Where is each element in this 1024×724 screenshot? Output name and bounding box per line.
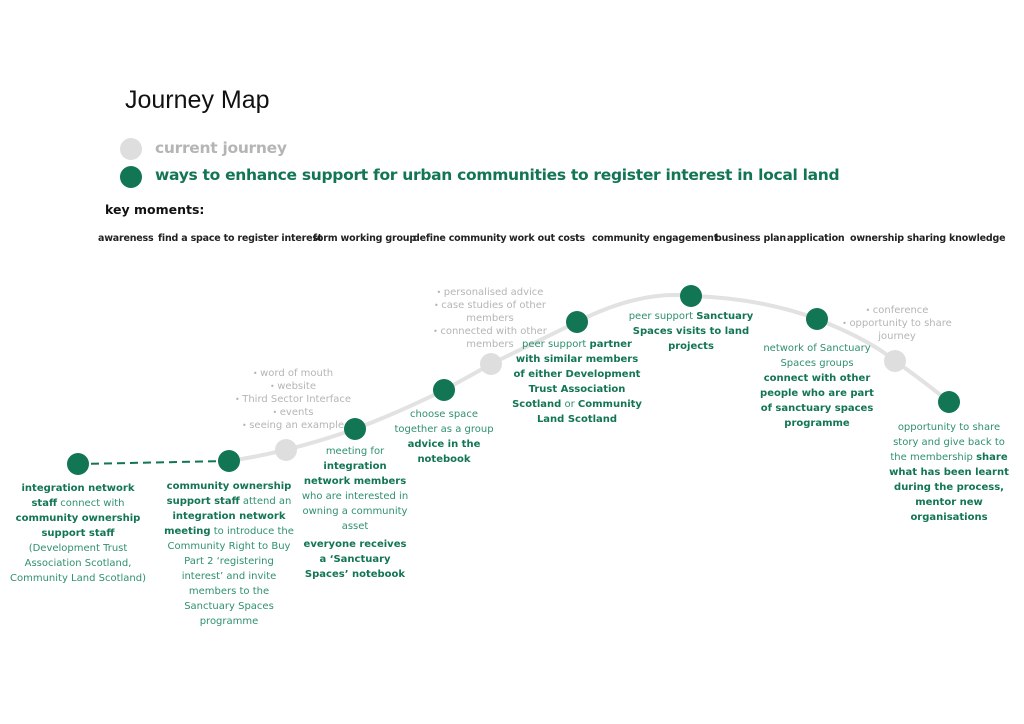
step-description: network of Sanctuary Spaces groups conne… xyxy=(760,341,875,434)
current-journey-item: connected with other members xyxy=(430,325,550,351)
step-text: meeting for xyxy=(325,446,385,457)
step-paragraph: network of Sanctuary Spaces groups conne… xyxy=(760,341,875,431)
step-paragraph: meeting for integration network members … xyxy=(300,444,410,534)
key-moment: ownership xyxy=(850,233,904,244)
enhance-node xyxy=(218,450,240,472)
enhance-node xyxy=(566,311,588,333)
highlight-text: community ownership support staff xyxy=(166,481,292,507)
legend-enhance-dot xyxy=(120,166,142,188)
step-text: peer support xyxy=(522,339,590,350)
key-moment: sharing knowledge xyxy=(907,233,1006,244)
enhance-node xyxy=(680,285,702,307)
key-moment: business plan xyxy=(715,233,786,244)
step-description: community ownership support staff attend… xyxy=(164,479,294,632)
highlight-text: share what has been learnt during the pr… xyxy=(889,452,1009,523)
current-journey-item: conference xyxy=(842,304,952,317)
enhance-node xyxy=(67,453,89,475)
enhance-node xyxy=(806,308,828,330)
key-moment: awareness xyxy=(98,233,154,244)
enhance-node xyxy=(938,391,960,413)
step-text: (Development Trust Association Scotland,… xyxy=(10,543,146,584)
step-paragraph: peer support partner with similar member… xyxy=(512,337,642,427)
step-paragraph: community ownership support staff attend… xyxy=(164,479,294,629)
highlight-text: advice in the notebook xyxy=(407,439,481,465)
legend-current-dot xyxy=(120,138,142,160)
step-description: choose space together as a group advice … xyxy=(394,407,494,470)
current-journey-item: word of mouth xyxy=(223,367,363,380)
step-paragraph: integration network staff connect with c… xyxy=(8,481,148,586)
key-moments-heading: key moments: xyxy=(105,202,205,217)
current-journey-item: personalised advice xyxy=(430,286,550,299)
highlight-text: integration network members xyxy=(303,461,407,487)
step-text: or xyxy=(561,399,578,410)
current-journey-list: word of mouthwebsiteThird Sector Interfa… xyxy=(223,367,363,432)
step-text: opportunity to share story and give back… xyxy=(890,422,1005,463)
highlight-text: community ownership support staff xyxy=(15,513,141,539)
step-text: peer support xyxy=(628,311,697,322)
key-moment: community engagement xyxy=(592,233,719,244)
highlight-text: everyone receives a ‘Sanctuary Spaces’ n… xyxy=(303,539,407,580)
step-text: network of Sanctuary Spaces groups xyxy=(763,343,871,369)
step-paragraph: peer support Sanctuary Spaces visits to … xyxy=(629,309,754,354)
step-description: peer support partner with similar member… xyxy=(512,337,642,430)
highlight-text: Sanctuary Spaces visits to land projects xyxy=(632,311,754,352)
highlight-text: Community Land Scotland xyxy=(536,399,642,425)
current-node xyxy=(480,353,502,375)
current-node xyxy=(275,439,297,461)
step-text: connect with xyxy=(57,498,125,509)
highlight-text: integration network staff xyxy=(21,483,135,509)
step-description: integration network staff connect with c… xyxy=(8,481,148,589)
step-description: meeting for integration network members … xyxy=(300,444,410,585)
key-moment: find a space to register interest xyxy=(158,233,323,244)
current-journey-item: website xyxy=(223,380,363,393)
current-journey-item: events xyxy=(223,406,363,419)
step-paragraph: everyone receives a ‘Sanctuary Spaces’ n… xyxy=(300,537,410,582)
highlight-text: integration network meeting xyxy=(164,511,286,537)
step-text: choose space together as a group xyxy=(394,409,494,435)
current-journey-list: personalised advicecase studies of other… xyxy=(430,286,550,351)
current-journey-item: case studies of other members xyxy=(430,299,550,325)
step-text: who are interested in owning a community… xyxy=(301,491,409,532)
step-text: attend an xyxy=(239,496,292,507)
step-description: opportunity to share story and give back… xyxy=(884,420,1014,528)
dashed-connector xyxy=(77,460,230,465)
current-journey-item: opportunity to share journey xyxy=(842,317,952,343)
current-node xyxy=(884,350,906,372)
step-description: peer support Sanctuary Spaces visits to … xyxy=(629,309,754,357)
step-paragraph: opportunity to share story and give back… xyxy=(884,420,1014,525)
current-journey-item: seeing an example xyxy=(223,419,363,432)
highlight-text: partner with similar members of either D… xyxy=(512,339,641,410)
current-journey-item: Third Sector Interface xyxy=(223,393,363,406)
legend-current-label: current journey xyxy=(155,139,287,157)
page-title: Journey Map xyxy=(125,86,270,114)
key-moment: form working group xyxy=(313,233,416,244)
key-moment: define community xyxy=(413,233,507,244)
key-moment: work out costs xyxy=(509,233,585,244)
step-text: to introduce the Community Right to Buy … xyxy=(167,526,294,627)
current-journey-list: conferenceopportunity to share journey xyxy=(842,304,952,343)
legend-enhance-label: ways to enhance support for urban commun… xyxy=(155,166,840,184)
highlight-text: connect with other people who are part o… xyxy=(760,373,874,429)
enhance-node xyxy=(433,379,455,401)
step-paragraph: choose space together as a group advice … xyxy=(394,407,494,467)
key-moment: application xyxy=(787,233,845,244)
